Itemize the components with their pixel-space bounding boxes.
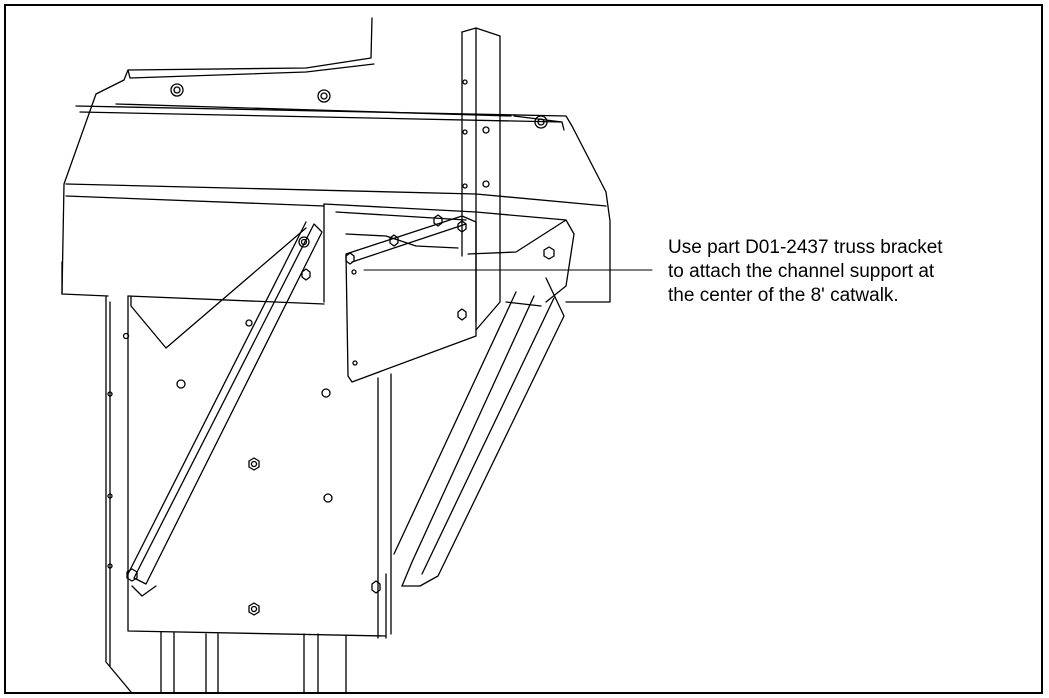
diagram-frame: Use part D01-2437 truss bracket to attac… — [4, 4, 1043, 694]
truss-bracket-D01-2437 — [301, 214, 477, 383]
catwalk-assembly-drawing — [61, 17, 653, 692]
diagonal-brace-left — [126, 221, 323, 597]
callout-line-3: the center of the 8' catwalk. — [668, 285, 899, 306]
vertical-channel-support — [461, 27, 501, 331]
callout-line-1: Use part D01-2437 truss bracket — [668, 237, 943, 258]
diagonal-brace-right — [371, 277, 565, 639]
catwalk-section — [61, 17, 611, 303]
callout-note: Use part D01-2437 truss bracket to attac… — [668, 236, 1038, 308]
bracket-tray — [323, 203, 575, 307]
support-plate — [105, 295, 392, 692]
callout-line-2: to attach the channel support at — [668, 261, 935, 282]
